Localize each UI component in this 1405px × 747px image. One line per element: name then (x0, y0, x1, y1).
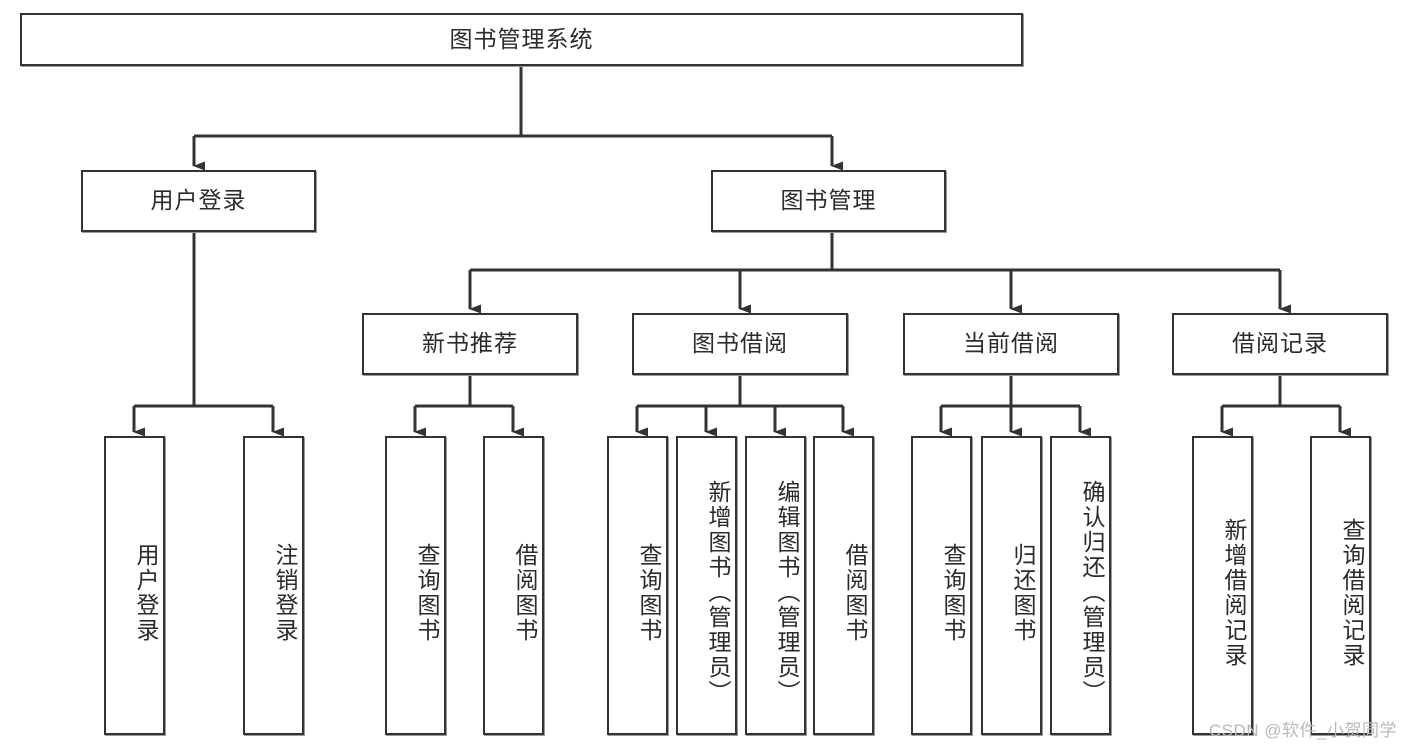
node-label: 新增借阅记录 (1221, 517, 1247, 668)
node-leaf-return-book[interactable]: 归还图书 (981, 436, 1042, 735)
node-borrow-record[interactable]: 借阅记录 (1172, 313, 1388, 375)
node-book-borrow[interactable]: 图书借阅 (632, 313, 848, 375)
node-label: 图书管理系统 (449, 25, 594, 52)
node-leaf-user-login[interactable]: 用户登录 (104, 436, 165, 735)
node-leaf-add-book[interactable]: 新增图书（管理员） (676, 436, 737, 735)
node-leaf-query-book-2[interactable]: 查询图书 (607, 436, 668, 735)
node-new-book-recommend[interactable]: 新书推荐 (362, 313, 578, 375)
node-label: 图书借阅 (692, 330, 788, 357)
node-label: 查询图书 (940, 542, 966, 643)
node-label: 借阅图书 (842, 542, 868, 643)
node-label: 注销登录 (272, 542, 298, 643)
node-label: 查询借阅记录 (1339, 517, 1365, 668)
node-leaf-confirm-return[interactable]: 确认归还（管理员） (1050, 436, 1111, 735)
node-label: 查询图书 (414, 542, 440, 643)
node-leaf-borrow-book-2[interactable]: 借阅图书 (813, 436, 874, 735)
node-label: 确认归还（管理员） (1079, 480, 1105, 705)
node-label: 用户登录 (150, 187, 247, 214)
node-label: 借阅记录 (1232, 330, 1328, 357)
node-book-management-system[interactable]: 图书管理系统 (20, 13, 1023, 66)
node-leaf-add-record[interactable]: 新增借阅记录 (1192, 436, 1253, 735)
node-leaf-query-book-3[interactable]: 查询图书 (911, 436, 972, 735)
node-label: 新增图书（管理员） (705, 480, 731, 705)
node-leaf-edit-book[interactable]: 编辑图书（管理员） (745, 436, 806, 735)
node-label: 当前借阅 (963, 330, 1059, 357)
node-label: 新书推荐 (422, 330, 518, 357)
node-leaf-borrow-book-1[interactable]: 借阅图书 (483, 436, 544, 735)
node-leaf-query-book-1[interactable]: 查询图书 (385, 436, 446, 735)
node-label: 编辑图书（管理员） (774, 480, 800, 705)
node-label: 查询图书 (636, 542, 662, 643)
node-current-borrow[interactable]: 当前借阅 (903, 313, 1119, 375)
node-label: 用户登录 (133, 542, 159, 643)
node-label: 图书管理 (780, 187, 877, 214)
node-user-login[interactable]: 用户登录 (81, 170, 316, 232)
node-book-management[interactable]: 图书管理 (711, 170, 946, 232)
node-label: 归还图书 (1010, 542, 1036, 643)
node-label: 借阅图书 (512, 542, 538, 643)
node-leaf-logout-login[interactable]: 注销登录 (243, 436, 304, 735)
node-leaf-query-record[interactable]: 查询借阅记录 (1310, 436, 1371, 735)
